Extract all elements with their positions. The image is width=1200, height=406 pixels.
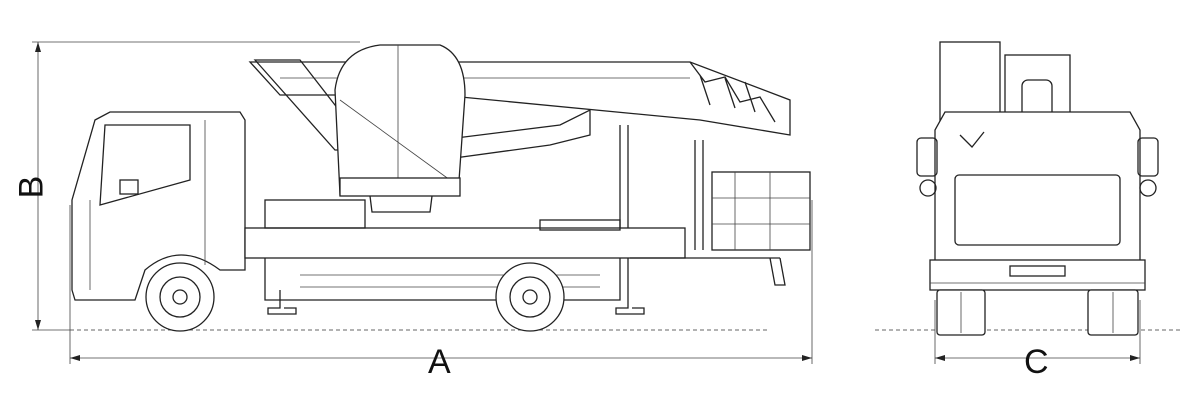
dimension-c-line bbox=[934, 300, 1141, 364]
truck-side-view bbox=[71, 44, 811, 332]
dimension-b-line bbox=[32, 41, 360, 331]
rear-wheel bbox=[495, 262, 565, 332]
dimension-a-line bbox=[69, 200, 813, 364]
dimension-a-label: A bbox=[428, 343, 451, 381]
truck-front-view bbox=[916, 41, 1159, 336]
dimension-c-label: C bbox=[1024, 343, 1049, 381]
front-wheel bbox=[145, 262, 215, 332]
dimension-b-label: B bbox=[12, 175, 51, 199]
